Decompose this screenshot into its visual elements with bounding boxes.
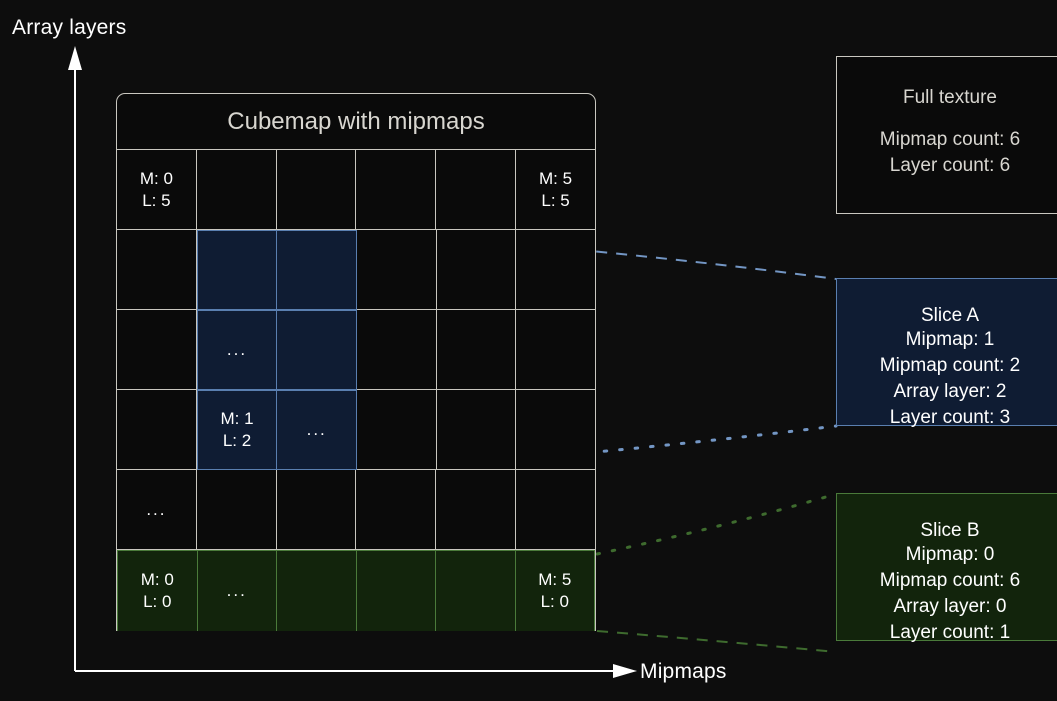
texture-cell-r1-c5 bbox=[516, 230, 596, 310]
texture-cell-r3-c3 bbox=[357, 390, 437, 470]
cell-label: M: 5 L: 5 bbox=[539, 168, 573, 210]
full-texture-line-0: Mipmap count: 6 bbox=[879, 129, 1021, 150]
texture-cell-r5-c3 bbox=[356, 550, 436, 631]
texture-cell-r4-c2 bbox=[276, 470, 357, 550]
texture-grid-row: M: 0 L: 5 M: 5 L: 5 bbox=[117, 150, 595, 230]
cell-ellipsis: ... bbox=[226, 340, 248, 359]
texture-grid-row: ... bbox=[117, 310, 596, 390]
y-axis-label: Array layers bbox=[12, 16, 127, 39]
texture-grid-row: ... bbox=[117, 470, 595, 550]
texture-cell-r3-c4 bbox=[436, 390, 517, 470]
texture-cell-r3-c0 bbox=[117, 390, 197, 470]
info-box-slice-b: Slice B Mipmap: 0 Mipmap count: 6 Array … bbox=[836, 493, 1057, 643]
slice-b-line-3: Layer count: 1 bbox=[889, 622, 1011, 643]
x-axis-label: Mipmaps bbox=[640, 660, 727, 683]
texture-cell-r2-c4 bbox=[436, 310, 517, 390]
slice-a-line-0: Mipmap: 1 bbox=[905, 329, 995, 350]
texture-grid-row: M: 1 L: 2... bbox=[117, 390, 596, 470]
texture-grid-row: M: 0 L: 0... M: 5 L: 0 bbox=[117, 550, 595, 631]
cell-label: M: 0 L: 0 bbox=[140, 570, 174, 611]
texture-cell-r1-c1 bbox=[196, 230, 278, 310]
texture-cell-r2-c1: ... bbox=[196, 310, 278, 390]
connector-slice-b-bottom bbox=[596, 630, 837, 653]
x-axis-arrow bbox=[75, 664, 637, 678]
texture-cell-r2-c2 bbox=[277, 310, 358, 390]
texture-cell-r3-c5 bbox=[516, 390, 596, 470]
slice-a-title: Slice A bbox=[920, 305, 980, 326]
texture-grid-row bbox=[117, 230, 596, 310]
texture-cell-r5-c2 bbox=[277, 550, 357, 631]
texture-cell-r4-c1 bbox=[196, 470, 277, 550]
full-texture-line-1: Layer count: 6 bbox=[889, 155, 1011, 176]
texture-cell-r1-c4 bbox=[436, 230, 517, 310]
info-box-slice-a: Slice A Mipmap: 1 Mipmap count: 2 Array … bbox=[836, 278, 1057, 428]
texture-cell-r4-c4 bbox=[436, 470, 517, 550]
texture-cell-r1-c3 bbox=[357, 230, 437, 310]
texture-cell-r2-c5 bbox=[516, 310, 596, 390]
texture-cell-r5-c1: ... bbox=[197, 550, 277, 631]
cell-ellipsis: ... bbox=[306, 420, 327, 439]
texture-cell-r2-c3 bbox=[357, 310, 437, 390]
texture-cell-r2-c0 bbox=[117, 310, 197, 390]
spacer bbox=[837, 109, 1057, 127]
texture-cell-r0-c3 bbox=[356, 150, 437, 230]
slice-a-line-3: Layer count: 3 bbox=[889, 407, 1011, 428]
texture-cell-r4-c3 bbox=[356, 470, 437, 550]
slice-a-line-2: Array layer: 2 bbox=[893, 381, 1007, 402]
texture-cell-r0-c5: M: 5 L: 5 bbox=[516, 150, 595, 230]
texture-cell-r1-c2 bbox=[277, 230, 358, 310]
slice-b-line-2: Array layer: 0 bbox=[893, 596, 1007, 617]
texture-cell-r4-c5 bbox=[516, 470, 595, 550]
cell-label: M: 0 L: 5 bbox=[139, 168, 173, 210]
connector-slice-b-top bbox=[595, 492, 838, 556]
slice-b-line-0: Mipmap: 0 bbox=[905, 544, 995, 565]
cell-label: M: 1 L: 2 bbox=[220, 409, 254, 450]
texture-cell-r0-c1 bbox=[196, 150, 277, 230]
texture-cell-r5-c4 bbox=[436, 550, 516, 631]
texture-box: Cubemap with mipmaps M: 0 L: 5 M: 5 L: 5.… bbox=[116, 93, 596, 631]
texture-cell-r3-c2: ... bbox=[277, 390, 358, 470]
texture-cell-r0-c0: M: 0 L: 5 bbox=[117, 150, 197, 230]
texture-cell-r3-c1: M: 1 L: 2 bbox=[196, 390, 278, 470]
texture-box-title: Cubemap with mipmaps bbox=[117, 94, 595, 150]
y-axis-arrow bbox=[68, 46, 82, 671]
texture-cell-r1-c0 bbox=[117, 230, 197, 310]
texture-cell-r0-c2 bbox=[276, 150, 357, 230]
texture-cell-r5-c0: M: 0 L: 0 bbox=[117, 550, 198, 631]
cell-label: M: 5 L: 0 bbox=[538, 570, 572, 611]
info-box-full-texture: Full texture Mipmap count: 6 Layer count… bbox=[836, 56, 1057, 214]
slice-b-line-1: Mipmap count: 6 bbox=[879, 570, 1021, 591]
slice-b-title: Slice B bbox=[920, 520, 980, 541]
cell-ellipsis: ... bbox=[226, 581, 247, 600]
cell-ellipsis: ... bbox=[146, 499, 167, 519]
slice-a-line-1: Mipmap count: 2 bbox=[879, 355, 1021, 376]
texture-cell-r5-c5: M: 5 L: 0 bbox=[515, 550, 595, 631]
full-texture-title: Full texture bbox=[903, 87, 997, 108]
texture-cell-r4-c0: ... bbox=[117, 470, 197, 550]
texture-cell-r0-c4 bbox=[436, 150, 517, 230]
